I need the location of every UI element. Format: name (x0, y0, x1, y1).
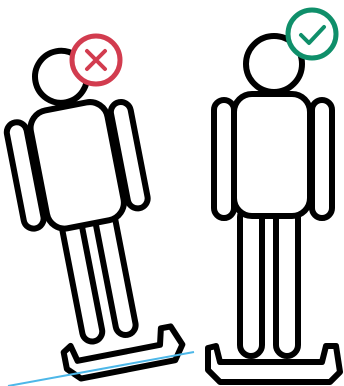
incorrect-badge (72, 36, 120, 84)
correct-posture-figure (208, 36, 340, 382)
left-arm (214, 100, 234, 218)
left-leg (240, 206, 262, 356)
correct-badge (288, 10, 336, 58)
right-arm (312, 100, 332, 218)
right-leg (276, 206, 298, 356)
hoverboard (208, 346, 340, 382)
check-mark-icon (288, 10, 336, 58)
torso (234, 94, 310, 216)
incorrect-posture-figure (0, 38, 185, 383)
